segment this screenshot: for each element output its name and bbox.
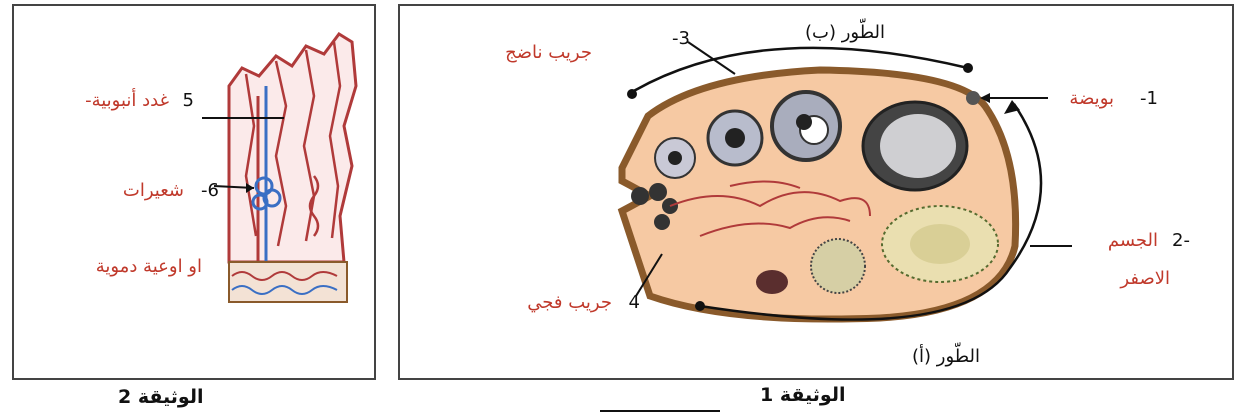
ovum-label: بويضة [1069, 88, 1114, 109]
document-1-panel: الطّور (ب) الطّور (أ) -3 جريب ناضج -1 بو… [398, 4, 1234, 380]
corpus-luteum [882, 206, 998, 282]
blood-vessels-label: او اوعية دموية [96, 256, 202, 277]
corpus-luteum-label-line2: الاصفر [1119, 268, 1170, 289]
cavity-follicle-label: جريب فجي [527, 292, 612, 313]
corpus-luteum-label-line1: الجسم [1108, 230, 1158, 251]
capillaries-label: شعيرات [123, 180, 184, 201]
ovary-diagram: الطّور (ب) الطّور (أ) -3 جريب ناضج -1 بو… [400, 6, 1232, 378]
ovum-number: -1 [1140, 88, 1158, 109]
capillaries-number: -6 [201, 180, 219, 201]
phase-b-label: الطّور (ب) [805, 18, 885, 43]
basal-layer [229, 262, 347, 302]
released-ovum [966, 91, 980, 105]
tubular-glands-label: -غدد أنبوبية [85, 88, 169, 111]
caption-underline [600, 410, 720, 412]
cavity-follicle-number: 4 [629, 292, 640, 313]
phase-a-label: الطّور (أ) [912, 342, 980, 367]
mature-follicle-label: جريب ناضج [505, 42, 592, 63]
mature-follicle-pointer [688, 42, 735, 74]
corpus-luteum-number: 2- [1172, 230, 1190, 251]
document-2-panel: 5 -غدد أنبوبية -6 شعيرات او اوعية دموية [12, 4, 376, 380]
mature-follicle [863, 102, 967, 190]
document-1-caption: الوثيقة 1 [760, 384, 846, 406]
mature-follicle-number: -3 [672, 28, 690, 49]
uterine-lining-diagram: 5 -غدد أنبوبية -6 شعيرات او اوعية دموية [14, 6, 374, 378]
glands-number: 5 [183, 90, 194, 111]
document-2-caption: الوثيقة 2 [118, 386, 204, 408]
